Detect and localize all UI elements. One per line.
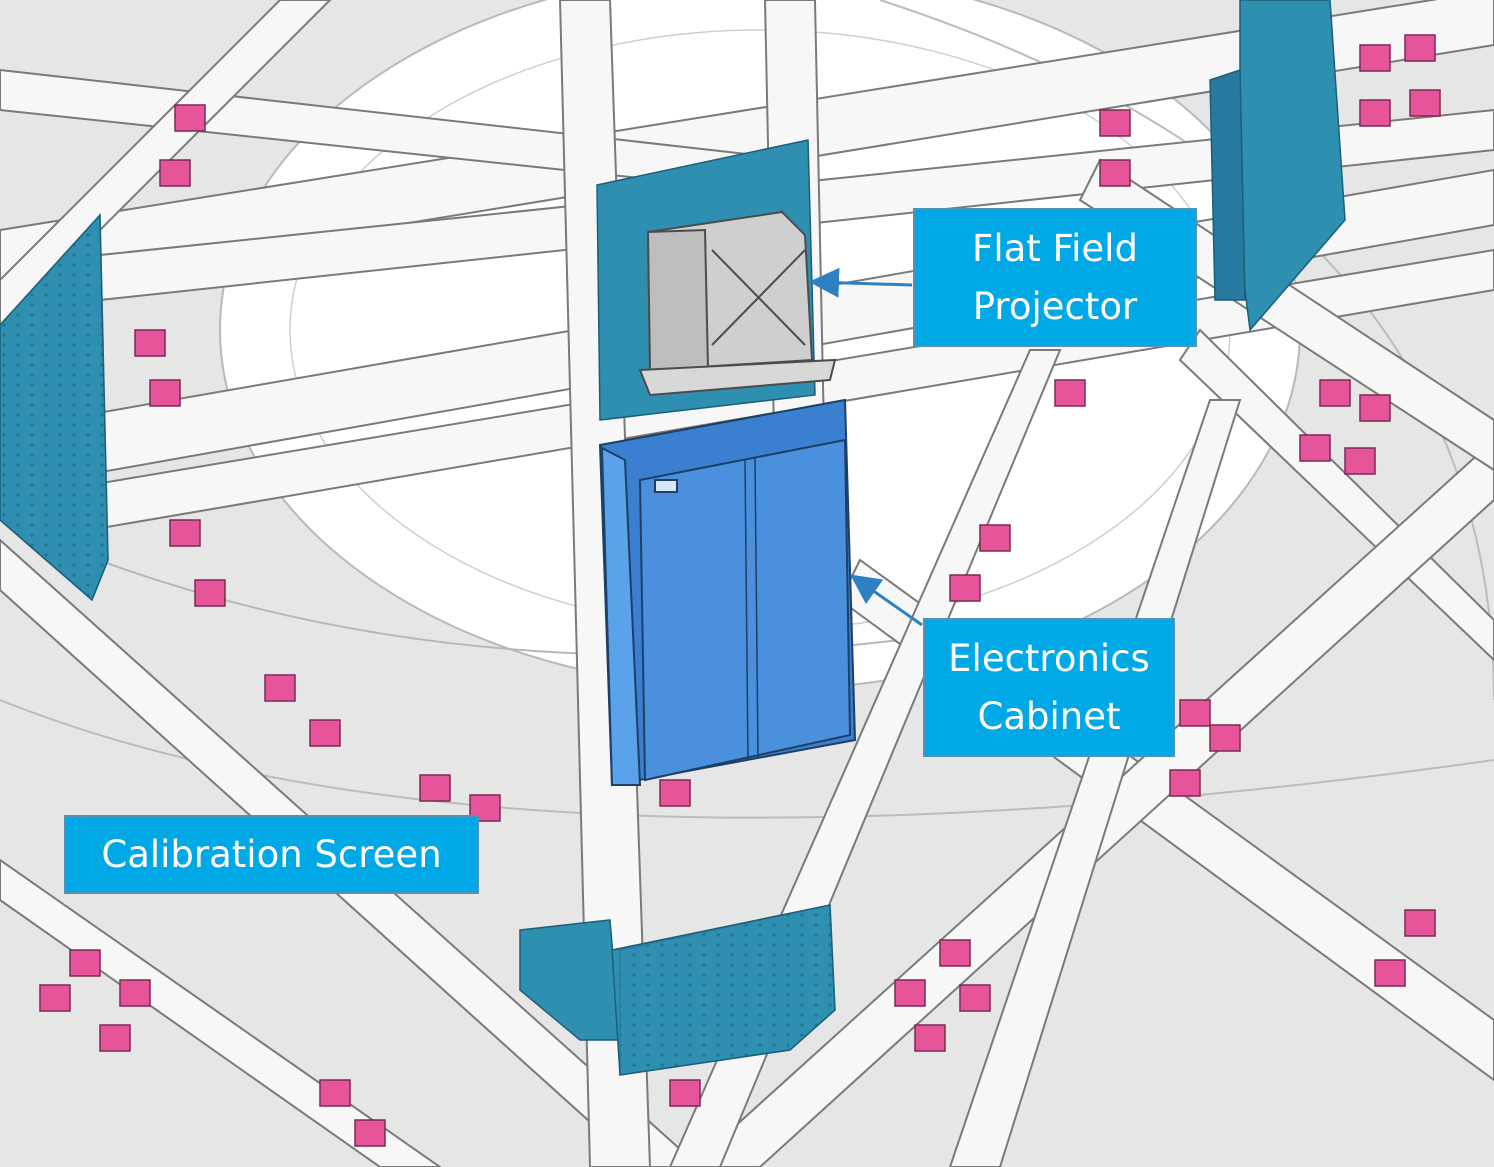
cabinet-label-line2: Cabinet [977,694,1121,738]
electronics-cabinet-callout: Electronics Cabinet [923,618,1175,757]
cabinet-label-line1: Electronics [948,636,1150,680]
screen-label: Calibration Screen [101,832,442,876]
calibration-screen-callout: Calibration Screen [64,815,479,894]
projector-label-line2: Projector [972,284,1138,328]
flat-field-projector-callout: Flat Field Projector [913,208,1197,347]
leader-arrows [809,267,923,627]
cabinet-leader-arrow [850,574,923,627]
pink-brackets [39,34,1441,1147]
flat-field-projector [638,210,837,397]
projector-label-line1: Flat Field [972,226,1138,270]
projector-leader-arrow [809,267,913,298]
electronics-cabinet [598,398,857,787]
